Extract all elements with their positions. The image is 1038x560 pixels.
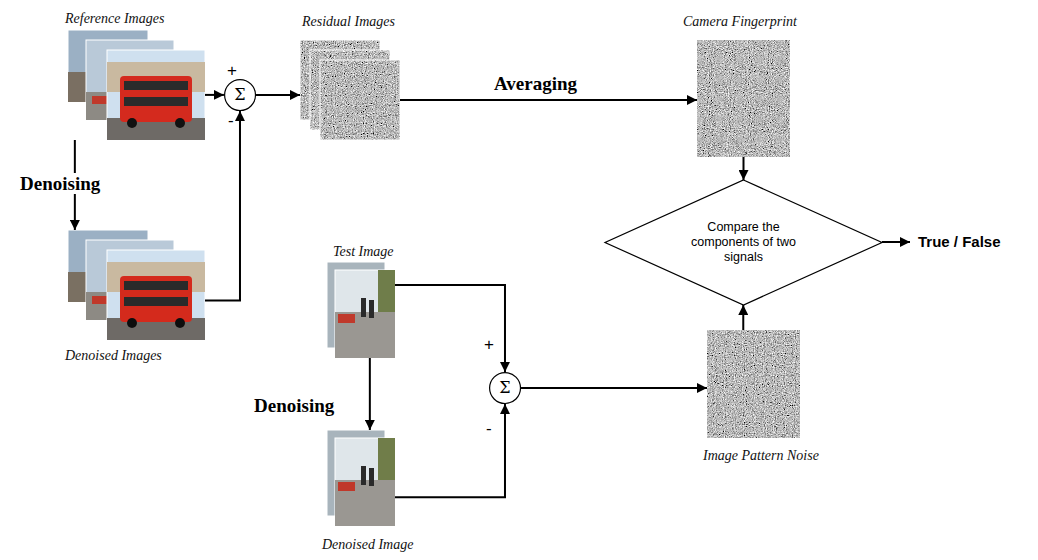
noise-image-edge: [320, 60, 400, 140]
sign-label: +: [484, 336, 494, 354]
flow-arrow: [205, 111, 240, 300]
decision-diamond: Compare the components of two signals: [605, 180, 882, 305]
output-label: True / False: [918, 233, 1001, 251]
noise-image: [320, 60, 400, 140]
circle-outline: [490, 373, 521, 404]
test-photo: [327, 262, 395, 358]
connector-group: [75, 95, 744, 497]
decision-text: Compare the components of two signals: [688, 220, 800, 265]
flow-arrow: [369, 358, 371, 430]
sign-label: -: [228, 112, 234, 130]
image-caption: Camera Fingerprint: [683, 14, 797, 30]
image-stack: Denoised Images: [68, 230, 205, 340]
flow-arrow: [256, 94, 300, 96]
sum-symbol: Σ: [499, 379, 510, 397]
image-caption: Reference Images: [65, 11, 164, 27]
sign-label: -: [486, 420, 492, 438]
denoised-photos: [68, 230, 205, 340]
denoised-test-photo: [327, 430, 395, 526]
noise-image: Image Pattern Noise: [707, 330, 800, 438]
image-caption: Test Image: [333, 244, 394, 260]
fingerprint-noise: [697, 40, 790, 157]
flow-arrow: [742, 305, 744, 330]
image-stack: Denoised Image: [327, 430, 395, 526]
image-caption: Denoised Image: [322, 537, 413, 553]
noise-image: Camera Fingerprint: [697, 40, 790, 157]
sum-symbol: Σ: [234, 86, 245, 104]
flow-arrow: [395, 404, 505, 497]
image-stack: Reference Images: [68, 30, 205, 140]
step-label: Averaging: [492, 73, 579, 94]
residual-noise-stack: [300, 40, 400, 140]
image-stack: Test Image: [327, 262, 395, 358]
noise-stack: Residual Images: [300, 40, 400, 140]
flow-arrow: [743, 157, 745, 180]
image-caption: Denoised Images: [65, 348, 162, 364]
output-arrow: [882, 241, 910, 243]
pattern-noise: [707, 330, 800, 438]
image-caption: Residual Images: [302, 14, 395, 30]
circle-outline: [225, 80, 256, 111]
reference-photos: [68, 30, 205, 140]
flow-arrow: [400, 99, 697, 101]
step-label: Denoising: [18, 173, 102, 194]
flow-arrow: [205, 94, 224, 96]
flow-arrow: [521, 387, 707, 389]
sum-junction: Σ: [224, 79, 256, 111]
flow-arrow: [395, 285, 505, 372]
sum-junction: Σ: [489, 372, 521, 404]
step-label: Denoising: [252, 395, 336, 416]
diamond-outline: [605, 180, 882, 305]
image-caption: Image Pattern Noise: [703, 448, 819, 464]
sign-label: +: [227, 62, 237, 80]
